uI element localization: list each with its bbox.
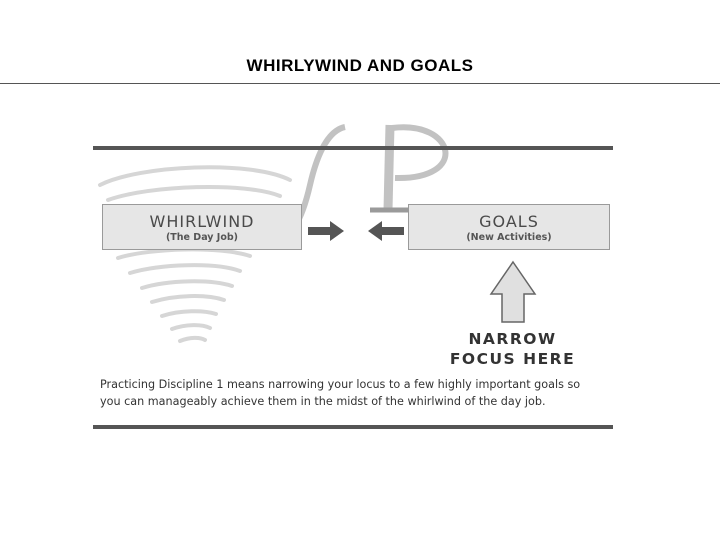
arrow-up-icon — [491, 262, 535, 322]
bottom-divider — [93, 425, 613, 429]
focus-label-line-1: NARROW — [440, 329, 585, 349]
caption-line-1: Practicing Discipline 1 means narrowing … — [100, 376, 620, 393]
caption-line-2: you can manageably achieve them in the m… — [100, 393, 620, 410]
focus-label: NARROW FOCUS HERE — [440, 329, 585, 369]
diagram-caption: Practicing Discipline 1 means narrowing … — [100, 376, 620, 410]
arrow-left-icon — [368, 221, 404, 241]
focus-label-line-2: FOCUS HERE — [440, 349, 585, 369]
arrow-right-icon — [308, 221, 344, 241]
